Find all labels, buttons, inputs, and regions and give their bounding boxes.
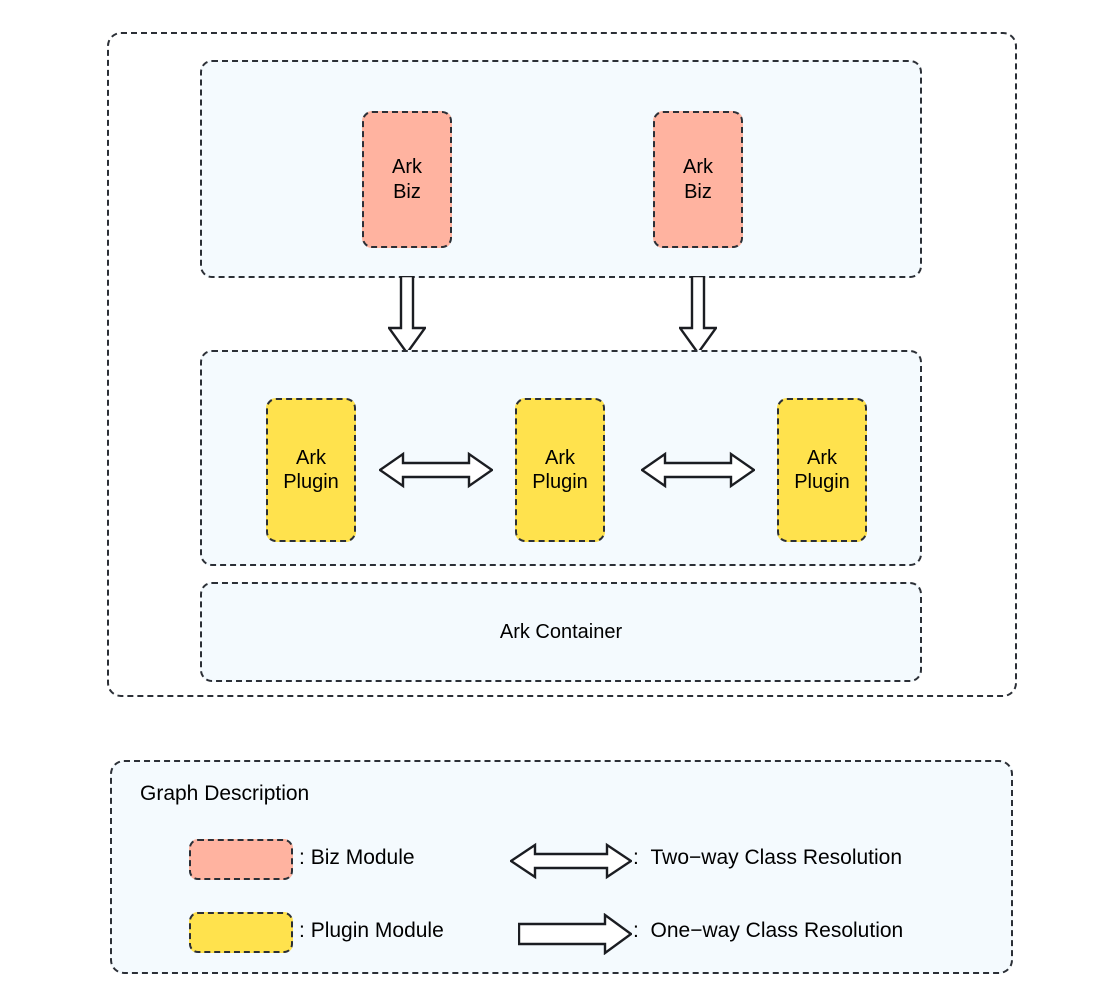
plugin-module-legend-text: Plugin Module <box>310 919 444 942</box>
two-way-arrow-icon-1 <box>379 451 493 489</box>
ark-plugin-module-2-line2: Plugin <box>532 471 588 493</box>
one-way-arrow-down-icon-1 <box>388 276 426 354</box>
one-way-legend-text: One−way Class Resolution <box>650 919 904 942</box>
ark-plugin-module-2-line1: Ark <box>545 446 575 469</box>
ark-plugin-module-1-line1: Ark <box>296 446 326 469</box>
ark-plugin-module-3-line1: Ark <box>807 446 837 469</box>
one-way-legend-label: : One−way Class Resolution <box>633 919 903 943</box>
two-way-arrow-icon-2 <box>641 451 755 489</box>
ark-plugin-module-3-line2: Plugin <box>794 471 850 493</box>
biz-module-swatch <box>189 839 293 880</box>
one-way-arrow-down-icon-2 <box>679 276 717 354</box>
two-way-legend-text: Two−way Class Resolution <box>650 846 903 869</box>
ark-plugin-module-1-line2: Plugin <box>283 471 339 493</box>
biz-module-legend-label: : Biz Module <box>299 846 415 870</box>
ark-biz-module-2-line1: Ark <box>683 156 713 179</box>
plugin-module-legend-colon: : <box>299 919 305 942</box>
plugin-module-swatch <box>189 912 293 953</box>
ark-biz-module-1[interactable]: Ark Biz <box>362 111 452 248</box>
ark-architecture-outer-frame <box>107 32 1017 697</box>
biz-layer-panel <box>200 60 922 278</box>
ark-plugin-module-2[interactable]: Ark Plugin <box>515 398 605 542</box>
biz-module-legend-text: Biz Module <box>310 846 415 869</box>
ark-plugin-module-1[interactable]: Ark Plugin <box>266 398 356 542</box>
two-way-legend-colon: : <box>633 846 639 869</box>
one-way-arrow-icon-legend <box>518 913 632 955</box>
ark-biz-module-2[interactable]: Ark Biz <box>653 111 743 248</box>
one-way-legend-colon: : <box>633 919 639 942</box>
ark-plugin-module-3[interactable]: Ark Plugin <box>777 398 867 542</box>
plugin-module-legend-label: : Plugin Module <box>299 919 444 943</box>
biz-module-legend-colon: : <box>299 846 305 869</box>
ark-biz-module-1-line1: Ark <box>392 156 422 179</box>
ark-container-panel <box>200 582 922 682</box>
ark-biz-module-1-line2: Biz <box>393 180 421 203</box>
ark-biz-module-2-line2: Biz <box>684 180 712 203</box>
two-way-legend-label: : Two−way Class Resolution <box>633 846 902 870</box>
two-way-arrow-icon-legend <box>510 842 632 880</box>
legend-title: Graph Description <box>140 782 310 805</box>
